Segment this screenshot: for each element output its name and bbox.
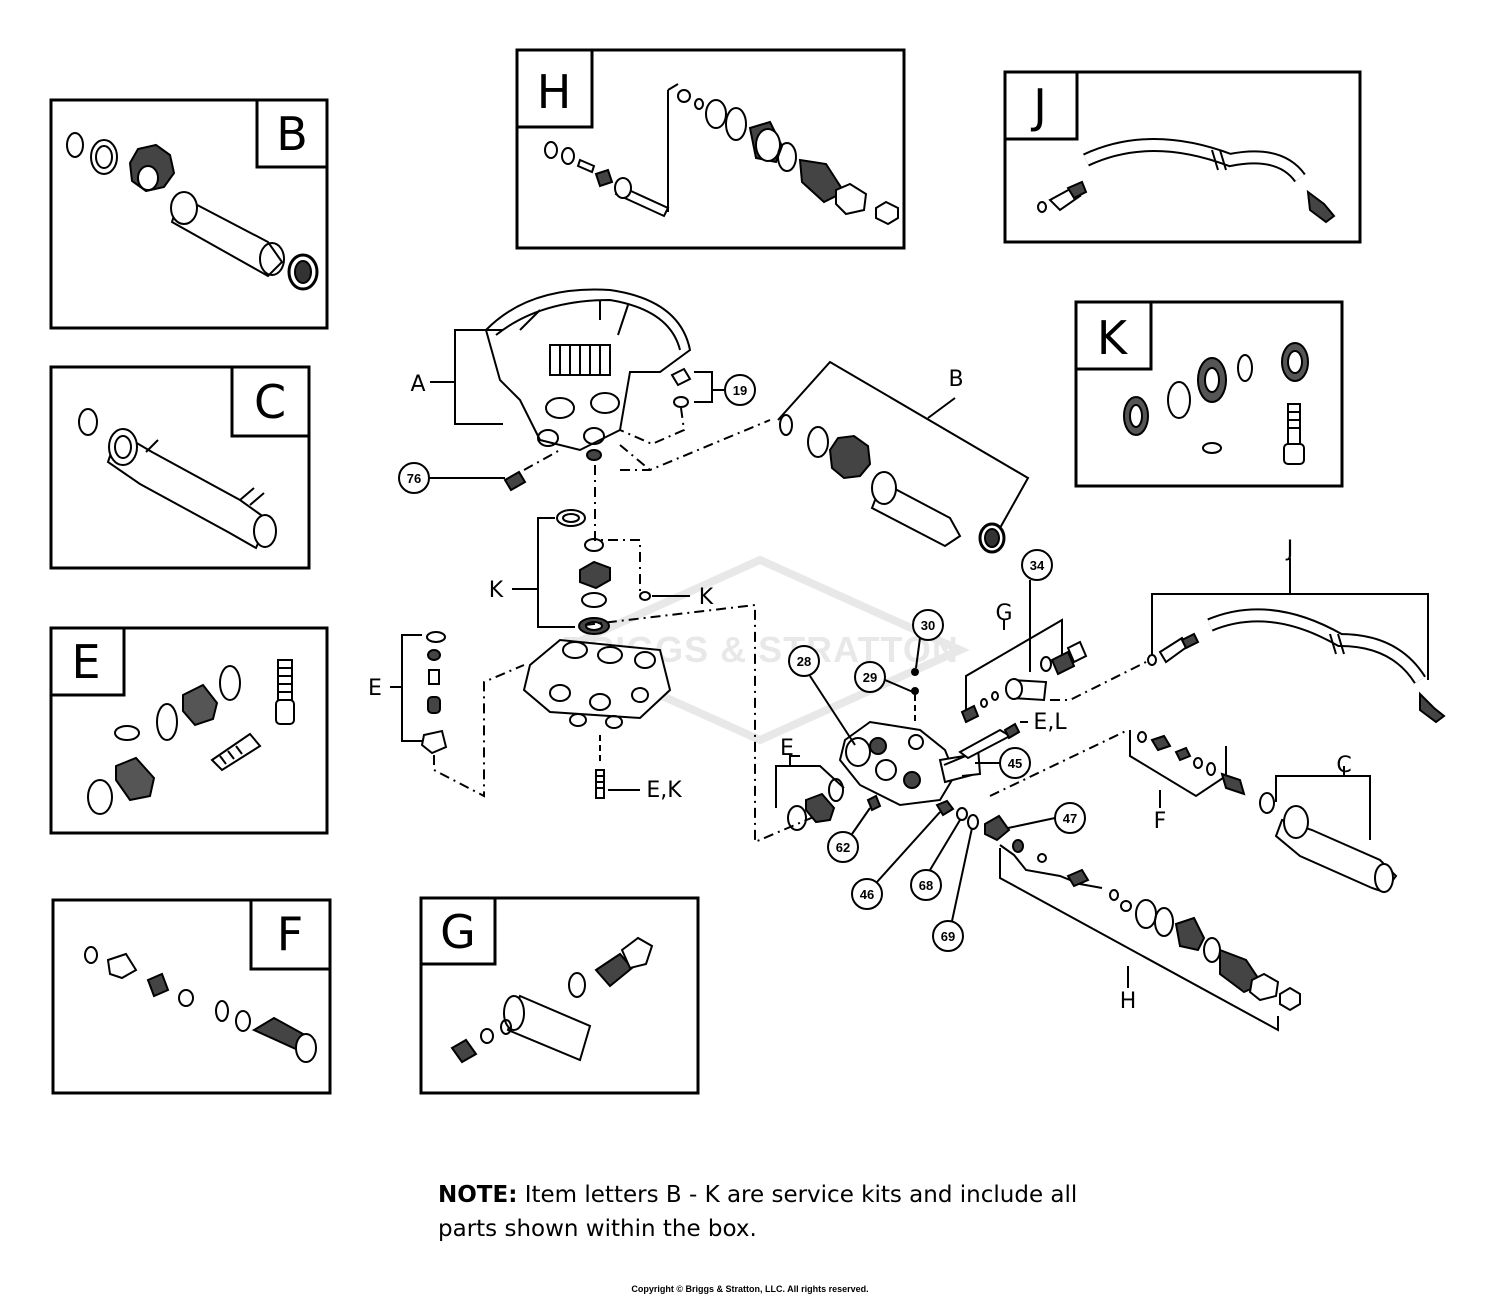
label-e-right: E [780,736,794,761]
bracket-a [430,329,503,425]
kit-box-e: E [49,626,329,835]
callout-69-circle [932,920,964,952]
callout-46-circle [851,878,883,910]
callout-45: 45 [1008,756,1022,771]
label-j: J [1285,537,1294,562]
service-kit-note: NOTE: Item letters B - K are service kit… [438,1178,1138,1246]
kit-h-label: H [537,65,572,119]
kit-box-c: C [49,365,311,570]
label-a: A [410,372,425,397]
kit-box-h: H [515,48,906,250]
callout-30-circle [912,609,944,641]
kit-f-label: F [277,907,303,961]
callout-69: 69 [941,929,955,944]
label-h: H [1120,989,1137,1014]
label-f: F [1154,809,1167,834]
kit-box-g: G [419,896,700,1095]
kit-e-label: E [71,635,100,689]
label-b: B [948,367,963,392]
callout-19: 19 [733,383,747,398]
callout-76: 76 [407,471,421,486]
callout-62-circle [827,831,859,863]
label-k-right: K [699,585,714,610]
callout-68: 68 [919,878,933,893]
copyright-text: Copyright © Briggs & Stratton, LLC. All … [631,1284,869,1294]
callout-34: 34 [1030,558,1045,573]
note-text: Item letters B - K are service kits and … [438,1182,1078,1242]
kit-g-label: G [440,905,476,959]
callout-34-circle [1021,549,1053,581]
kit-c-label: C [254,375,286,429]
pump-housing [484,288,692,461]
callout-29-circle [854,661,886,693]
manifold-block [522,638,672,729]
kit-box-b: B [49,98,329,330]
callout-28: 28 [797,654,811,669]
callout-45-circle [999,747,1031,779]
label-e-k: E,K [646,778,682,803]
label-k-left: K [489,578,504,603]
callout-19-circle [724,374,756,406]
callout-30: 30 [921,618,935,633]
label-g: G [995,601,1012,626]
kit-j-label: J [1030,79,1047,133]
kit-k-label: K [1097,311,1129,365]
callout-28-circle [788,645,820,677]
label-c: C [1336,753,1351,778]
callout-47: 47 [1063,811,1077,826]
label-e-l: E,L [1033,710,1067,735]
label-e-left: E [368,676,382,701]
note-label: NOTE: [438,1182,518,1208]
callout-62: 62 [836,840,850,855]
kit-box-k: K [1074,300,1344,488]
callout-68-circle [910,869,942,901]
callout-29: 29 [863,670,877,685]
callout-46: 46 [860,887,874,902]
kit-b-label: B [276,107,308,161]
kit-box-j: J [1003,70,1362,244]
kit-box-f: F [51,898,332,1095]
